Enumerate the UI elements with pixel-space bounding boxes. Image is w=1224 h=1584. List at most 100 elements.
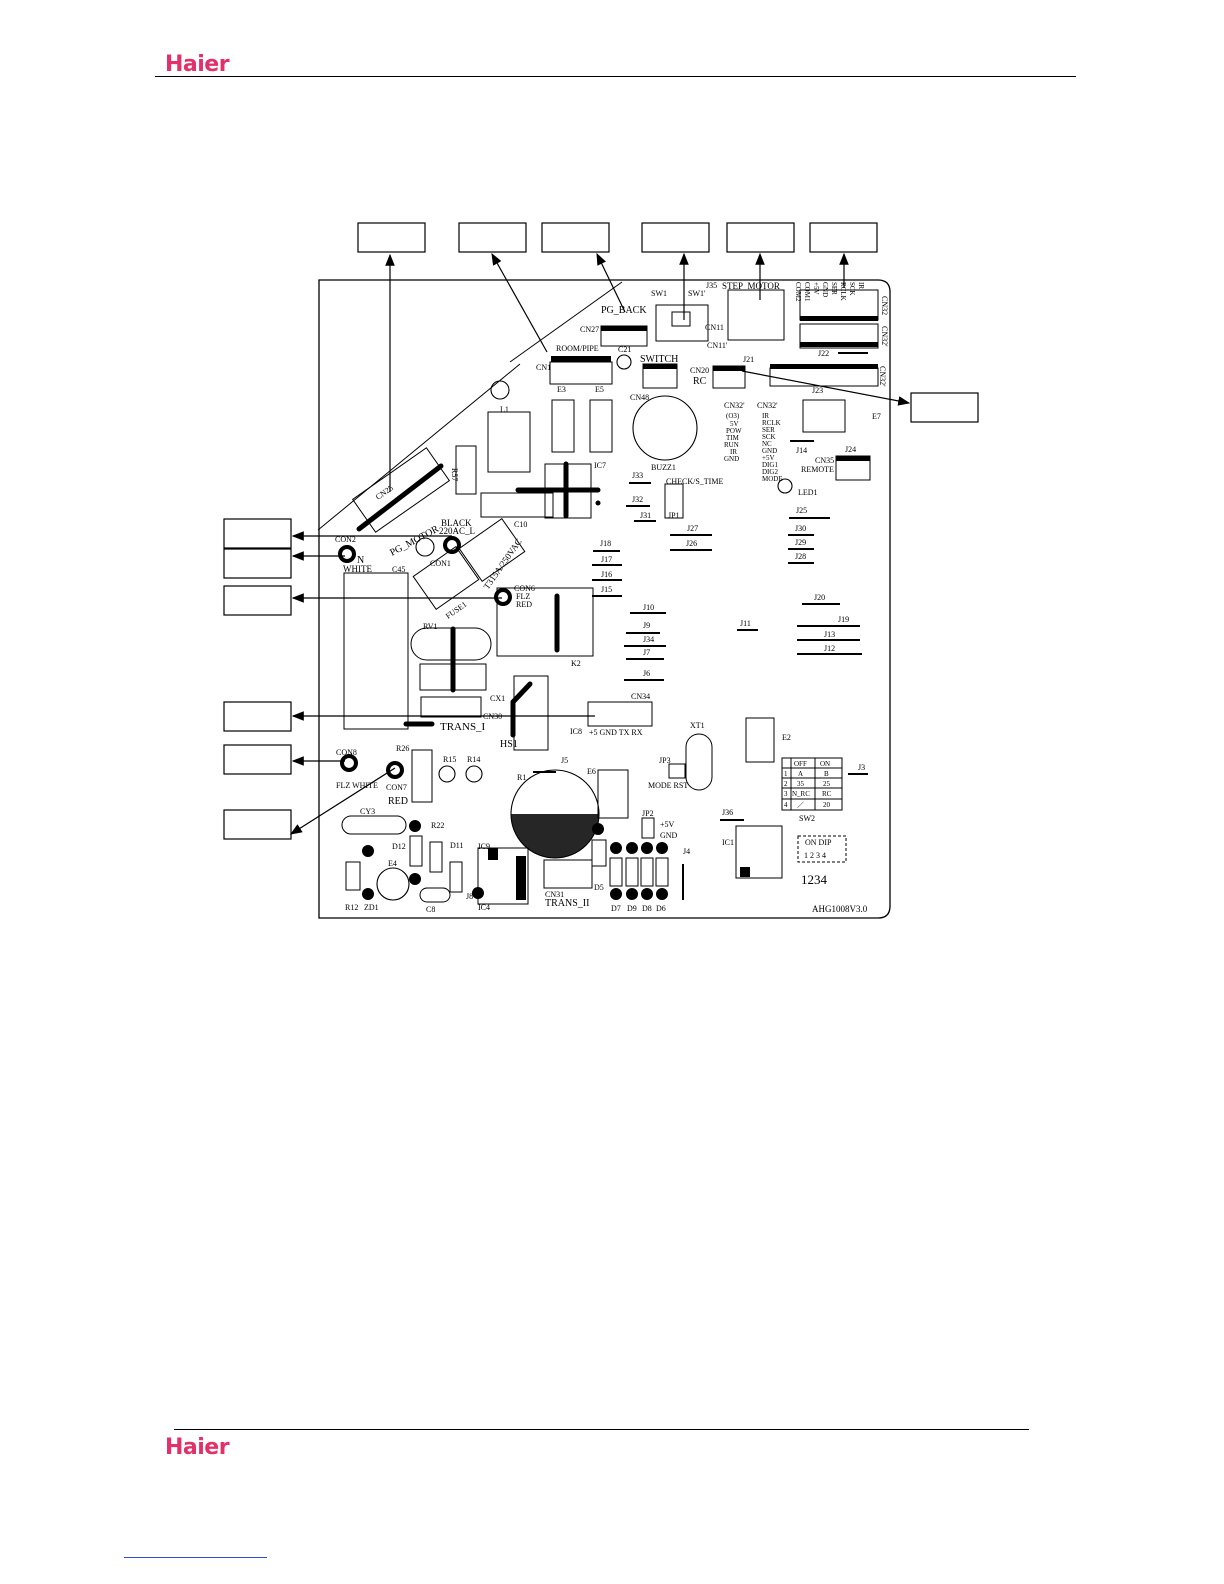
lbl-j24: J24 — [845, 445, 856, 454]
lbl-sw1: SW1 — [651, 289, 667, 298]
sw2-cell: ／ — [797, 801, 804, 809]
lbl-model: AHG1008V3.0 — [812, 904, 868, 914]
lbl-check-time: CHECK/S_TIME — [666, 477, 723, 486]
sw2-header: ON — [820, 760, 830, 768]
lbl-j34: J34 — [643, 635, 654, 644]
lbl-d6: D6 — [656, 904, 666, 913]
lbl-trans-i: TRANS_I — [440, 721, 486, 733]
sw2-cell: 35 — [797, 780, 805, 788]
sw2-cell: RC — [822, 790, 832, 798]
callout-box-left-3 — [223, 585, 292, 616]
lbl-j31: J31 — [640, 511, 651, 520]
lbl-j4: J4 — [683, 847, 690, 856]
lbl-j23: J23 — [812, 386, 823, 395]
lbl-d7: D7 — [611, 904, 621, 913]
callout-box-top-3 — [541, 222, 610, 253]
lbl-r1: R1 — [517, 773, 526, 782]
lbl-white: WHITE — [343, 564, 372, 574]
lbl-buzz1: BUZZ1 — [651, 463, 676, 472]
board-outline — [318, 279, 891, 919]
lbl-ic8: IC8 — [570, 727, 582, 736]
cn32b-left-pin: IR — [730, 448, 737, 456]
lbl-d8: D8 — [642, 904, 652, 913]
lbl-r14: R14 — [467, 755, 480, 764]
lbl-flz: FLZ — [516, 592, 530, 601]
lbl-on-dip: ON DIP — [805, 838, 832, 847]
lbl-con2: CON2 — [335, 535, 356, 544]
sw2-cell: B — [824, 770, 829, 778]
lbl-j11: J11 — [740, 619, 751, 628]
lbl-d9: D9 — [627, 904, 637, 913]
lbl-j10: J10 — [643, 603, 654, 612]
lbl-con8: CON8 — [336, 748, 357, 757]
lbl-j3: J3 — [858, 763, 865, 772]
lbl-c10: C10 — [514, 520, 527, 529]
sw2-cell: A — [798, 770, 803, 778]
lbl-j8: J8 — [466, 892, 473, 901]
sw2-cell: 1 — [784, 770, 788, 778]
lbl-cy3: CY3 — [360, 807, 375, 816]
cn32b-right-pin: NC — [762, 440, 772, 448]
cn32-pin: +5V — [812, 282, 820, 295]
lbl-j16: J16 — [601, 570, 612, 579]
callout-box-left-1 — [223, 518, 292, 549]
cn32b-left-pin: POW — [726, 427, 742, 435]
lbl-zd1: ZD1 — [364, 903, 379, 912]
lbl-rv1: RV1 — [423, 622, 437, 631]
lbl-j33: J33 — [632, 471, 643, 480]
lbl-fuse1: FUSE1 — [444, 600, 468, 621]
lbl-r26: R26 — [396, 744, 409, 753]
cn32b-right-pin: IR — [762, 412, 769, 420]
lbl-c21: C21 — [618, 345, 631, 354]
leader-room-pipe — [491, 252, 548, 353]
lbl-gnd: GND — [660, 831, 678, 840]
callout-box-top-6 — [809, 222, 878, 253]
lbl-ic4: IC4 — [478, 903, 490, 912]
callout-box-top-1 — [357, 222, 426, 253]
lbl-cn31: CN31 — [545, 890, 564, 899]
lbl-j17: J17 — [601, 555, 612, 564]
lbl-fuse-rating: T315A/250VAC — [481, 537, 523, 591]
lbl-jp1: JP1 — [668, 511, 680, 520]
sw2-cell: N_RC — [792, 790, 810, 798]
cn32b-right-pin: DIG2 — [762, 468, 778, 476]
cn32b-right-pin: SCK — [762, 433, 776, 441]
lbl-ic9: IC9 — [478, 842, 490, 851]
lbl-c45: C45 — [392, 565, 405, 574]
lbl-j13: J13 — [824, 630, 835, 639]
lbl-cn11b: CN11' — [707, 341, 728, 350]
lbl-j35: J35 — [706, 281, 717, 290]
lbl-ic1: IC1 — [722, 838, 734, 847]
lbl-j12: J12 — [824, 644, 835, 653]
lbl-cn27: CN27 — [580, 325, 599, 334]
lbl-e6: E6 — [587, 767, 596, 776]
lbl-j27: J27 — [687, 524, 698, 533]
lbl-cn32b-2: CN32' — [878, 366, 887, 387]
lbl-cn35: CN35 — [815, 456, 834, 465]
sw2-cell: 2 — [784, 780, 788, 788]
callout-box-left-6 — [223, 809, 292, 840]
lbl-remote: REMOTE — [801, 465, 834, 474]
callout-box-top-4 — [641, 222, 710, 253]
lbl-cn25: CN25 — [374, 483, 395, 501]
lbl-cn32b-3: CN32' — [724, 401, 745, 410]
board-diagonal-edge — [317, 363, 521, 531]
lbl-ic7: IC7 — [594, 461, 606, 470]
lbl-j18: J18 — [600, 539, 611, 548]
cn32-pin: IR — [857, 282, 865, 289]
lbl-j26: J26 — [686, 539, 697, 548]
lbl-j32: J32 — [632, 495, 643, 504]
lbl-pg-back: PG_BACK — [601, 305, 647, 316]
lbl-220ac-l: 220AC_L — [439, 526, 475, 536]
lbl-j29: J29 — [795, 538, 806, 547]
lbl-l1: L1 — [500, 405, 509, 414]
lbl-j22: J22 — [818, 349, 829, 358]
header-logo: Haier — [165, 52, 230, 77]
lbl-jp3: JP3 — [659, 756, 671, 765]
lbl-j19: J19 — [838, 615, 849, 624]
cn32-pin: RCLK — [839, 282, 847, 301]
lbl-plus5v: +5V — [660, 820, 675, 829]
lbl-e4: E4 — [388, 859, 397, 868]
cn32b-left-pin: (O3) — [726, 412, 740, 420]
cn32b-left-pin: GND — [724, 455, 739, 463]
